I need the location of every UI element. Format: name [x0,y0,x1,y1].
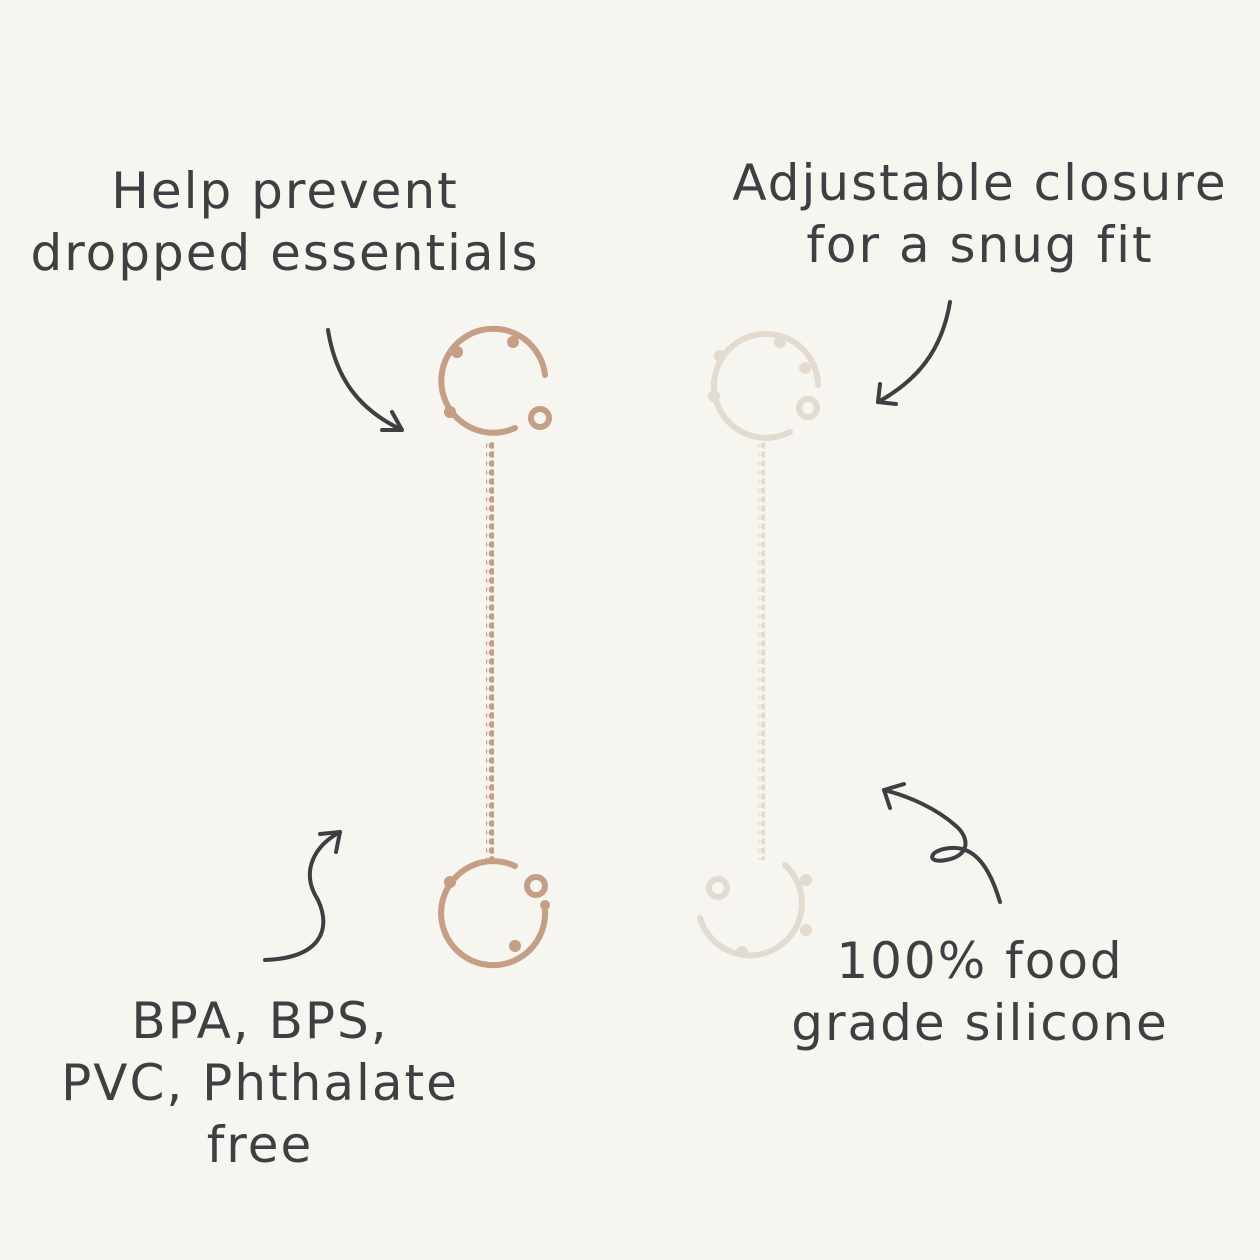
caption-line: dropped essentials [30,224,540,282]
arrow-bottom-left-icon [263,830,342,962]
caption-adjustable-closure: Adjustable closure for a snug fit [720,152,1240,276]
arrow-top-right-icon [876,300,952,406]
caption-line: BPA, BPS, [131,992,389,1050]
caption-line: 100% food [836,932,1124,990]
caption-line: Help prevent [111,162,459,220]
arrow-top-left-icon [326,328,404,432]
caption-bpa-free: BPA, BPS, PVC, Phthalate free [40,990,480,1176]
caption-food-grade-silicone: 100% food grade silicone [770,930,1190,1054]
arrow-bottom-right-icon [882,782,1002,904]
caption-line: PVC, Phthalate [61,1054,459,1112]
caption-line: free [206,1116,314,1174]
caption-prevent-dropped: Help prevent dropped essentials [20,160,550,284]
caption-line: Adjustable closure [732,154,1228,212]
caption-line: grade silicone [791,994,1169,1052]
strap-brown [438,325,552,969]
caption-line: for a snug fit [806,216,1154,274]
strap-cream [697,330,821,959]
